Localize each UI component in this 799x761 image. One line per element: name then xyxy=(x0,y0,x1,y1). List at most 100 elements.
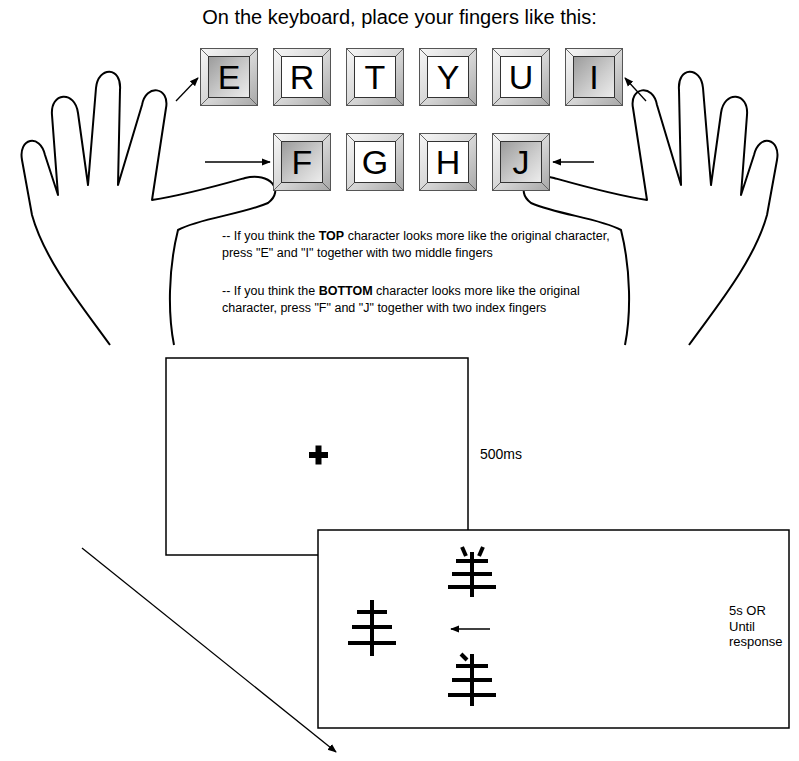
cue-arrow xyxy=(451,628,490,630)
fixation-cross xyxy=(309,446,328,465)
stimulus-character xyxy=(448,547,496,597)
timing-note: 500ms xyxy=(480,446,522,463)
bevel-edge xyxy=(420,98,427,105)
text-run xyxy=(452,246,455,260)
key-face: E xyxy=(208,56,250,98)
text-run: you xyxy=(244,229,264,243)
bevel-edge xyxy=(469,98,476,105)
timing-note: 5s OR Until response xyxy=(729,603,787,650)
text-run: 500ms xyxy=(480,446,522,462)
key-letter: J xyxy=(513,145,530,179)
text-run: -- xyxy=(222,229,230,243)
text-run: you xyxy=(244,284,264,298)
bevel-edge xyxy=(420,49,427,56)
bevel-edge xyxy=(469,49,476,56)
bevel-edge xyxy=(201,98,208,105)
time-arrow xyxy=(82,548,336,752)
text-run: character xyxy=(376,284,428,298)
pointer-arrow xyxy=(553,161,594,162)
text-run xyxy=(551,229,554,243)
bevel-edge xyxy=(396,134,403,141)
text-run xyxy=(264,229,267,243)
text-run xyxy=(298,246,301,260)
text-run xyxy=(411,246,414,260)
key-letter: U xyxy=(509,60,534,94)
text-run: original xyxy=(539,284,579,298)
text-run: OR xyxy=(746,603,766,618)
bevel-edge xyxy=(542,183,549,190)
text-run: the xyxy=(519,284,536,298)
bevel-edge xyxy=(420,134,427,141)
text-run: 5s xyxy=(729,603,743,618)
text-run: fingers xyxy=(509,301,547,315)
text-run xyxy=(241,284,244,298)
bevel-edge xyxy=(542,134,549,141)
text-run: like xyxy=(496,284,515,298)
bevel-edge xyxy=(323,98,330,105)
text-run: looks xyxy=(403,229,432,243)
text-run xyxy=(331,301,334,315)
text-run: two xyxy=(452,301,471,315)
key-face: U xyxy=(500,56,542,98)
screen-frame xyxy=(318,530,789,728)
text-run: "F" xyxy=(314,301,331,315)
text-run xyxy=(277,301,280,315)
heading: On the keyboard, place your fingers like… xyxy=(0,6,799,29)
text-run: and xyxy=(334,301,355,315)
text-run xyxy=(230,284,233,298)
text-run xyxy=(294,284,297,298)
bevel-edge xyxy=(420,183,427,190)
keyboard-key: J xyxy=(492,133,550,191)
bevel-edge xyxy=(542,49,549,56)
bevel-edge xyxy=(396,98,403,105)
keyboard-key: G xyxy=(346,133,404,191)
stimulus-character xyxy=(348,600,396,656)
bevel-edge xyxy=(493,98,500,105)
text-run xyxy=(373,284,376,298)
stimulus-character xyxy=(448,654,496,706)
text-run xyxy=(461,284,464,298)
bevel-edge xyxy=(542,98,549,105)
key-letter: I xyxy=(589,60,598,94)
key-letter: Y xyxy=(437,60,460,94)
bevel-edge xyxy=(469,134,476,141)
bevel-edge xyxy=(347,49,354,56)
keyboard-key: T xyxy=(346,48,404,106)
bevel-edge xyxy=(493,49,500,56)
text-run xyxy=(374,301,377,315)
text-run xyxy=(241,229,244,243)
text-run xyxy=(311,301,314,315)
text-run: "I" xyxy=(301,246,313,260)
text-run: together xyxy=(317,246,363,260)
text-run xyxy=(472,301,475,315)
key-face: T xyxy=(354,56,396,98)
text-run xyxy=(273,246,276,260)
keyboard-key: H xyxy=(419,133,477,191)
text-run xyxy=(508,229,511,243)
bevel-edge xyxy=(250,49,257,56)
text-run: looks xyxy=(432,284,461,298)
bevel-edge xyxy=(493,134,500,141)
bevel-edge xyxy=(396,183,403,190)
bevel-edge xyxy=(566,98,573,105)
text-run: more xyxy=(464,284,492,298)
bevel-edge xyxy=(323,49,330,56)
text-run: fingers xyxy=(455,246,493,260)
text-run xyxy=(400,229,403,243)
text-run xyxy=(423,301,426,315)
text-run xyxy=(355,301,358,315)
text-run xyxy=(536,284,539,298)
text-run xyxy=(344,229,347,243)
key-letter: H xyxy=(436,145,461,179)
text-run: middle xyxy=(415,246,452,260)
text-run xyxy=(464,229,467,243)
key-face: H xyxy=(427,141,469,183)
pointer-arrow xyxy=(205,161,270,162)
bevel-edge xyxy=(274,134,281,141)
text-run: the xyxy=(490,229,507,243)
text-run xyxy=(389,246,392,260)
text-run xyxy=(493,284,496,298)
key-letter: F xyxy=(292,145,313,179)
text-run: character, xyxy=(555,229,610,243)
